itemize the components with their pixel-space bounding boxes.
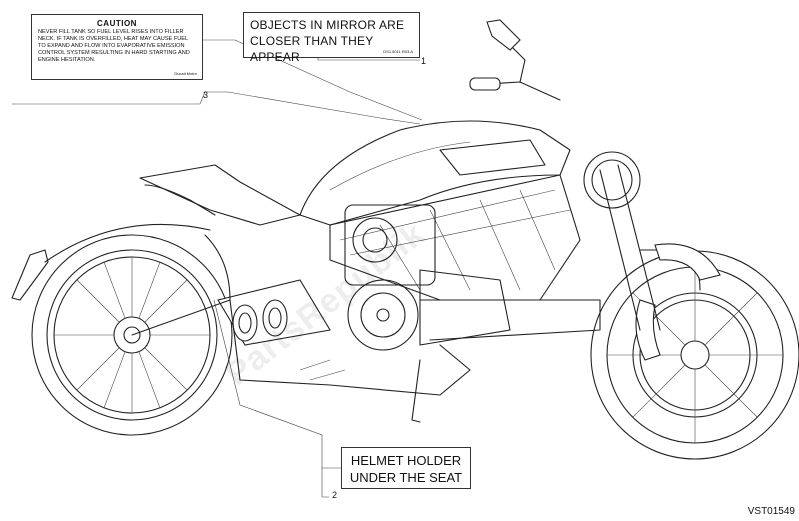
leader-line-3 (12, 91, 421, 125)
rear-wheel (31, 234, 233, 436)
belly-pan (131, 234, 471, 396)
mirror-line-1: OBJECTS IN MIRROR ARE (250, 18, 405, 32)
mirror-icon (486, 19, 521, 51)
frame (329, 174, 581, 301)
front-wheel (590, 250, 799, 460)
exhaust (217, 279, 331, 346)
callout-3: 3 (203, 90, 209, 100)
mirror-label: OBJECTS IN MIRROR ARE CLOSER THAN THEY A… (243, 12, 420, 64)
caution-title: CAUTION (97, 19, 137, 28)
helmet-line-1: HELMET HOLDER (350, 453, 462, 468)
engine (344, 204, 601, 351)
figure-id: VST01549 (747, 506, 795, 517)
rear-fender (11, 223, 211, 301)
callout-2: 2 (332, 490, 338, 500)
helmet-line-2: UNDER THE SEAT (349, 470, 463, 485)
leader-line-1-mirror (203, 39, 423, 121)
caution-code: Ducati Motor (174, 71, 197, 76)
side-stand (411, 359, 421, 423)
fuel-tank (299, 120, 571, 226)
seat (139, 164, 301, 226)
mirror-code: DS1.5011.R03.A (383, 49, 413, 54)
leader-line-2 (213, 299, 329, 498)
leader-lines (12, 39, 423, 498)
helmet-label: HELMET HOLDER UNDER THE SEAT (341, 447, 471, 489)
caution-text: NEVER FILL TANK SO FUEL LEVEL RISES INTO… (38, 29, 190, 63)
caution-label: CAUTION NEVER FILL TANK SO FUEL LEVEL RI… (31, 14, 203, 80)
callout-1: 1 (421, 56, 427, 66)
mirror-line-2: CLOSER THAN THEY APPEAR (250, 34, 374, 64)
handlebar (469, 19, 561, 101)
front-fork (583, 151, 721, 331)
